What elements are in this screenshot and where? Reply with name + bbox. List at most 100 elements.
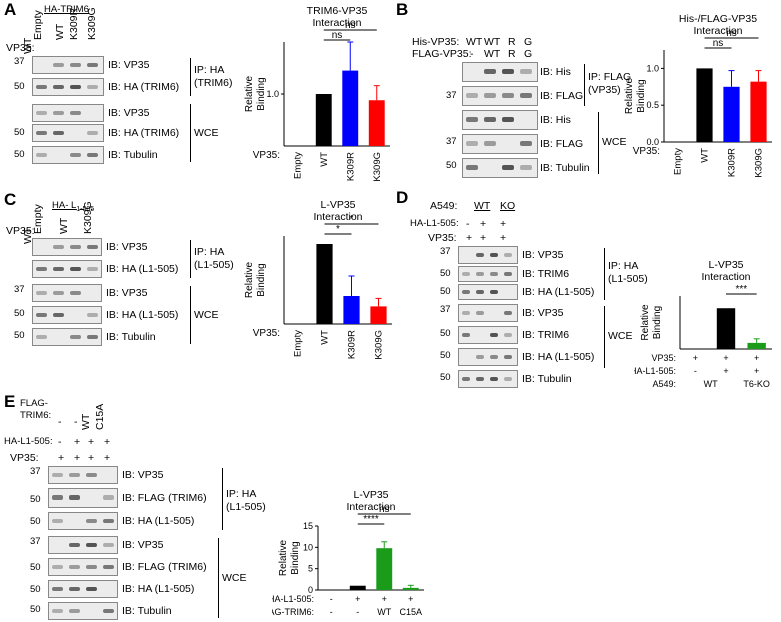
ip-label: IP: HA bbox=[226, 488, 257, 500]
ib-label: IB: VP35 bbox=[522, 307, 564, 319]
chart-title: L-VP35 bbox=[353, 489, 388, 501]
ip-label-sub: (L1-505) bbox=[226, 501, 266, 513]
bracket bbox=[604, 306, 605, 368]
blot-band bbox=[502, 117, 514, 122]
y-axis-label: Binding bbox=[256, 77, 267, 110]
row-value: WT bbox=[466, 36, 483, 48]
blot-band bbox=[86, 543, 97, 547]
lane-label: WT bbox=[54, 23, 66, 40]
x-tick-label: Empty bbox=[293, 330, 304, 357]
ib-label: IB: HA (L1-505) bbox=[122, 583, 195, 595]
x-row-value: C15A bbox=[399, 607, 422, 617]
y-tick-label: 5 bbox=[308, 564, 313, 574]
blot-band bbox=[103, 609, 114, 613]
row-value: G bbox=[524, 36, 533, 48]
blot-band bbox=[462, 290, 470, 294]
mw-marker: 50 bbox=[440, 350, 451, 361]
blot-band bbox=[476, 272, 484, 276]
blot-band bbox=[484, 117, 496, 122]
chart-title: Interaction bbox=[312, 17, 361, 29]
mw-marker: 37 bbox=[14, 56, 25, 67]
mw-marker: 50 bbox=[30, 494, 41, 505]
panel-letter: E bbox=[4, 392, 16, 411]
ib-label: IB: Tubulin bbox=[108, 149, 158, 161]
blot-band bbox=[69, 543, 80, 547]
row-value: + bbox=[58, 452, 65, 464]
row-value: - bbox=[466, 218, 470, 230]
chart-title: Interaction bbox=[346, 501, 395, 513]
blot-band bbox=[490, 355, 498, 359]
x-tick-label: K309R bbox=[345, 152, 356, 181]
row-value: KO bbox=[500, 200, 516, 212]
blot-band bbox=[36, 153, 47, 157]
row-label: VP35: bbox=[428, 232, 457, 244]
row-value: C15A bbox=[94, 403, 106, 430]
x-tick-label: WT bbox=[700, 148, 711, 163]
blot-band bbox=[490, 272, 498, 276]
blot-band bbox=[53, 111, 64, 115]
construct-header: HA- L1-505 bbox=[52, 200, 95, 213]
blot-band bbox=[87, 131, 98, 135]
ib-label: IB: TRIM6 bbox=[522, 268, 570, 280]
row-value: - bbox=[58, 436, 62, 448]
blot-band bbox=[53, 131, 64, 135]
ib-label: IB: VP35 bbox=[122, 469, 164, 481]
x-row-value: + bbox=[723, 353, 728, 363]
x-axis-prefix: VP35: bbox=[633, 146, 660, 157]
lane-label: K309R bbox=[68, 7, 80, 40]
blot-band bbox=[476, 355, 484, 359]
x-row-value: + bbox=[693, 353, 698, 363]
blot-band bbox=[70, 245, 81, 249]
x-row-value: + bbox=[754, 353, 759, 363]
blot-band bbox=[53, 63, 64, 67]
x-row-value: WT bbox=[704, 379, 718, 389]
blot-band bbox=[36, 291, 47, 295]
blot-band bbox=[466, 117, 478, 122]
row-label: His-VP35: bbox=[412, 36, 460, 48]
bar bbox=[747, 342, 766, 349]
sig-label: ns bbox=[726, 28, 737, 39]
blot-band bbox=[462, 377, 470, 381]
blot-band bbox=[36, 267, 47, 271]
blot-band bbox=[462, 333, 470, 337]
bar bbox=[370, 306, 387, 324]
western-blot bbox=[32, 284, 102, 302]
ip-label: IP: HA bbox=[194, 64, 225, 76]
blot-band bbox=[466, 165, 478, 170]
row-value: - bbox=[470, 48, 474, 60]
row-label: FLAG-VP35: bbox=[412, 48, 472, 60]
blot-band bbox=[476, 290, 484, 294]
chart-title: Interaction bbox=[701, 271, 750, 283]
y-axis-label: Relative bbox=[244, 262, 255, 299]
chart-title: L-VP35 bbox=[320, 199, 355, 211]
blot-band bbox=[70, 267, 81, 271]
blot-band bbox=[476, 311, 484, 315]
row-value: + bbox=[104, 452, 111, 464]
ip-label-sub: (L1-505) bbox=[194, 259, 234, 271]
y-axis-label: Binding bbox=[636, 79, 647, 112]
x-row-value: T6-KO bbox=[743, 379, 770, 389]
mw-marker: 50 bbox=[440, 372, 451, 383]
blot-band bbox=[36, 313, 47, 317]
ib-label: IB: FLAG bbox=[540, 138, 584, 150]
row-label: A549: bbox=[430, 200, 458, 212]
x-row-value: - bbox=[330, 607, 333, 617]
western-blot bbox=[462, 158, 538, 178]
bar-chart: His-/FLAG-VP35Interaction0.00.51.0Relati… bbox=[624, 13, 772, 178]
blot-band bbox=[504, 272, 512, 276]
blot-band bbox=[87, 153, 98, 157]
ip-label-sub: (VP35) bbox=[588, 84, 621, 96]
row-value: + bbox=[74, 452, 81, 464]
blot-band bbox=[53, 313, 64, 317]
blot-band bbox=[484, 141, 496, 146]
western-blot bbox=[462, 62, 538, 82]
chart-title: L-VP35 bbox=[708, 259, 743, 271]
wce-label: WCE bbox=[608, 330, 633, 342]
chart-title: His-/FLAG-VP35 bbox=[679, 13, 757, 25]
row-value: G bbox=[524, 48, 533, 60]
ib-label: IB: Tubulin bbox=[122, 605, 172, 617]
row-label: HA-L1-505: bbox=[410, 218, 459, 229]
ib-label: IB: FLAG (TRIM6) bbox=[122, 561, 207, 573]
ip-label: IP: FLAG bbox=[588, 71, 632, 83]
